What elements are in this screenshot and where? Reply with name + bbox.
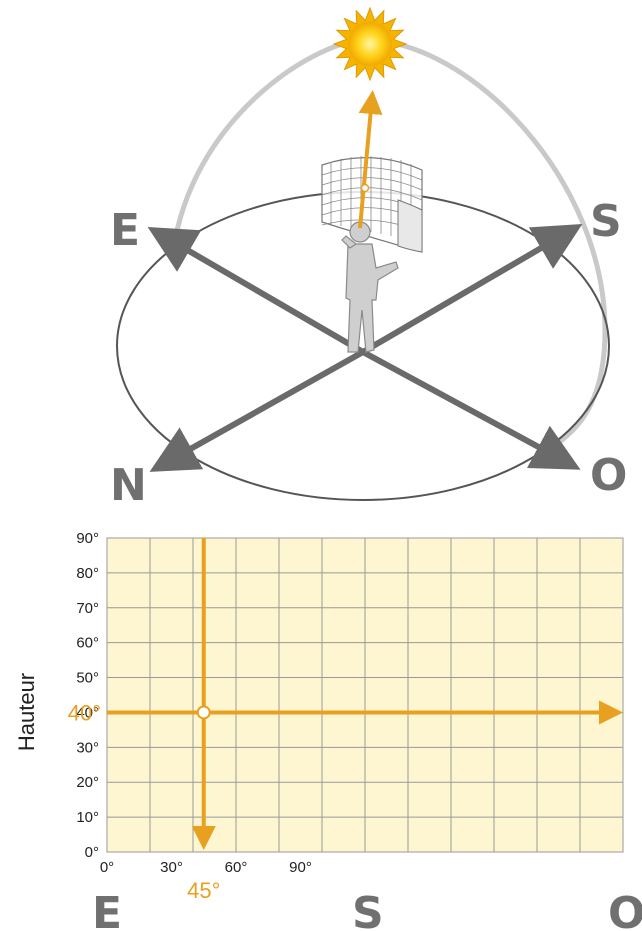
y-tick-label: 20° bbox=[76, 774, 99, 791]
y-tick-label: 10° bbox=[76, 809, 99, 826]
altitude-value-label: 40° bbox=[68, 700, 101, 725]
y-tick-label: 80° bbox=[76, 565, 99, 582]
bottom-label-east: E bbox=[92, 888, 122, 931]
y-tick-label: 90° bbox=[76, 530, 99, 547]
label-west: O bbox=[590, 450, 627, 501]
south-arrow bbox=[361, 223, 583, 355]
y-tick-labels: 0° 10° 20° 30° 40° 50° 60° 70° 80° 90° bbox=[76, 530, 99, 861]
label-north: N bbox=[110, 460, 147, 511]
north-arrow bbox=[149, 349, 365, 472]
y-tick-label: 0° bbox=[85, 844, 99, 861]
chart-gridlines bbox=[106, 537, 624, 853]
east-arrow bbox=[147, 226, 365, 355]
y-tick-label: 40° bbox=[76, 704, 99, 721]
bottom-label-south: S bbox=[352, 888, 384, 931]
altitude-azimuth-chart: 0° 10° 20° 30° 40° 50° 60° 70° 80° 90° 0° 30° 60° 90… bbox=[14, 530, 642, 931]
label-south: S bbox=[590, 196, 622, 247]
sun-path-scene: E S N O bbox=[110, 6, 627, 511]
observer-figure bbox=[341, 221, 399, 353]
x-tick-label: 90° bbox=[289, 859, 312, 876]
y-tick-label: 50° bbox=[76, 670, 99, 687]
x-tick-labels: 0° 30° 60° 90° bbox=[100, 859, 312, 876]
y-axis-title: Hauteur bbox=[14, 673, 39, 751]
bottom-label-west: O bbox=[608, 888, 642, 931]
x-tick-label: 60° bbox=[225, 859, 248, 876]
x-tick-label: 0° bbox=[100, 859, 114, 876]
west-arrow bbox=[361, 349, 581, 470]
y-tick-label: 30° bbox=[76, 739, 99, 756]
sun-position-point bbox=[196, 705, 211, 720]
x-tick-label: 30° bbox=[160, 859, 183, 876]
label-east: E bbox=[110, 205, 140, 256]
azimuth-value-label: 45° bbox=[187, 878, 220, 903]
y-tick-label: 60° bbox=[76, 635, 99, 652]
sun-path-arc bbox=[172, 37, 608, 451]
ray-grid-intersection bbox=[360, 183, 370, 193]
sun-icon bbox=[332, 6, 408, 82]
grid-screen bbox=[321, 156, 423, 253]
y-tick-label: 70° bbox=[76, 600, 99, 617]
sun-ray-arrow bbox=[358, 90, 383, 229]
